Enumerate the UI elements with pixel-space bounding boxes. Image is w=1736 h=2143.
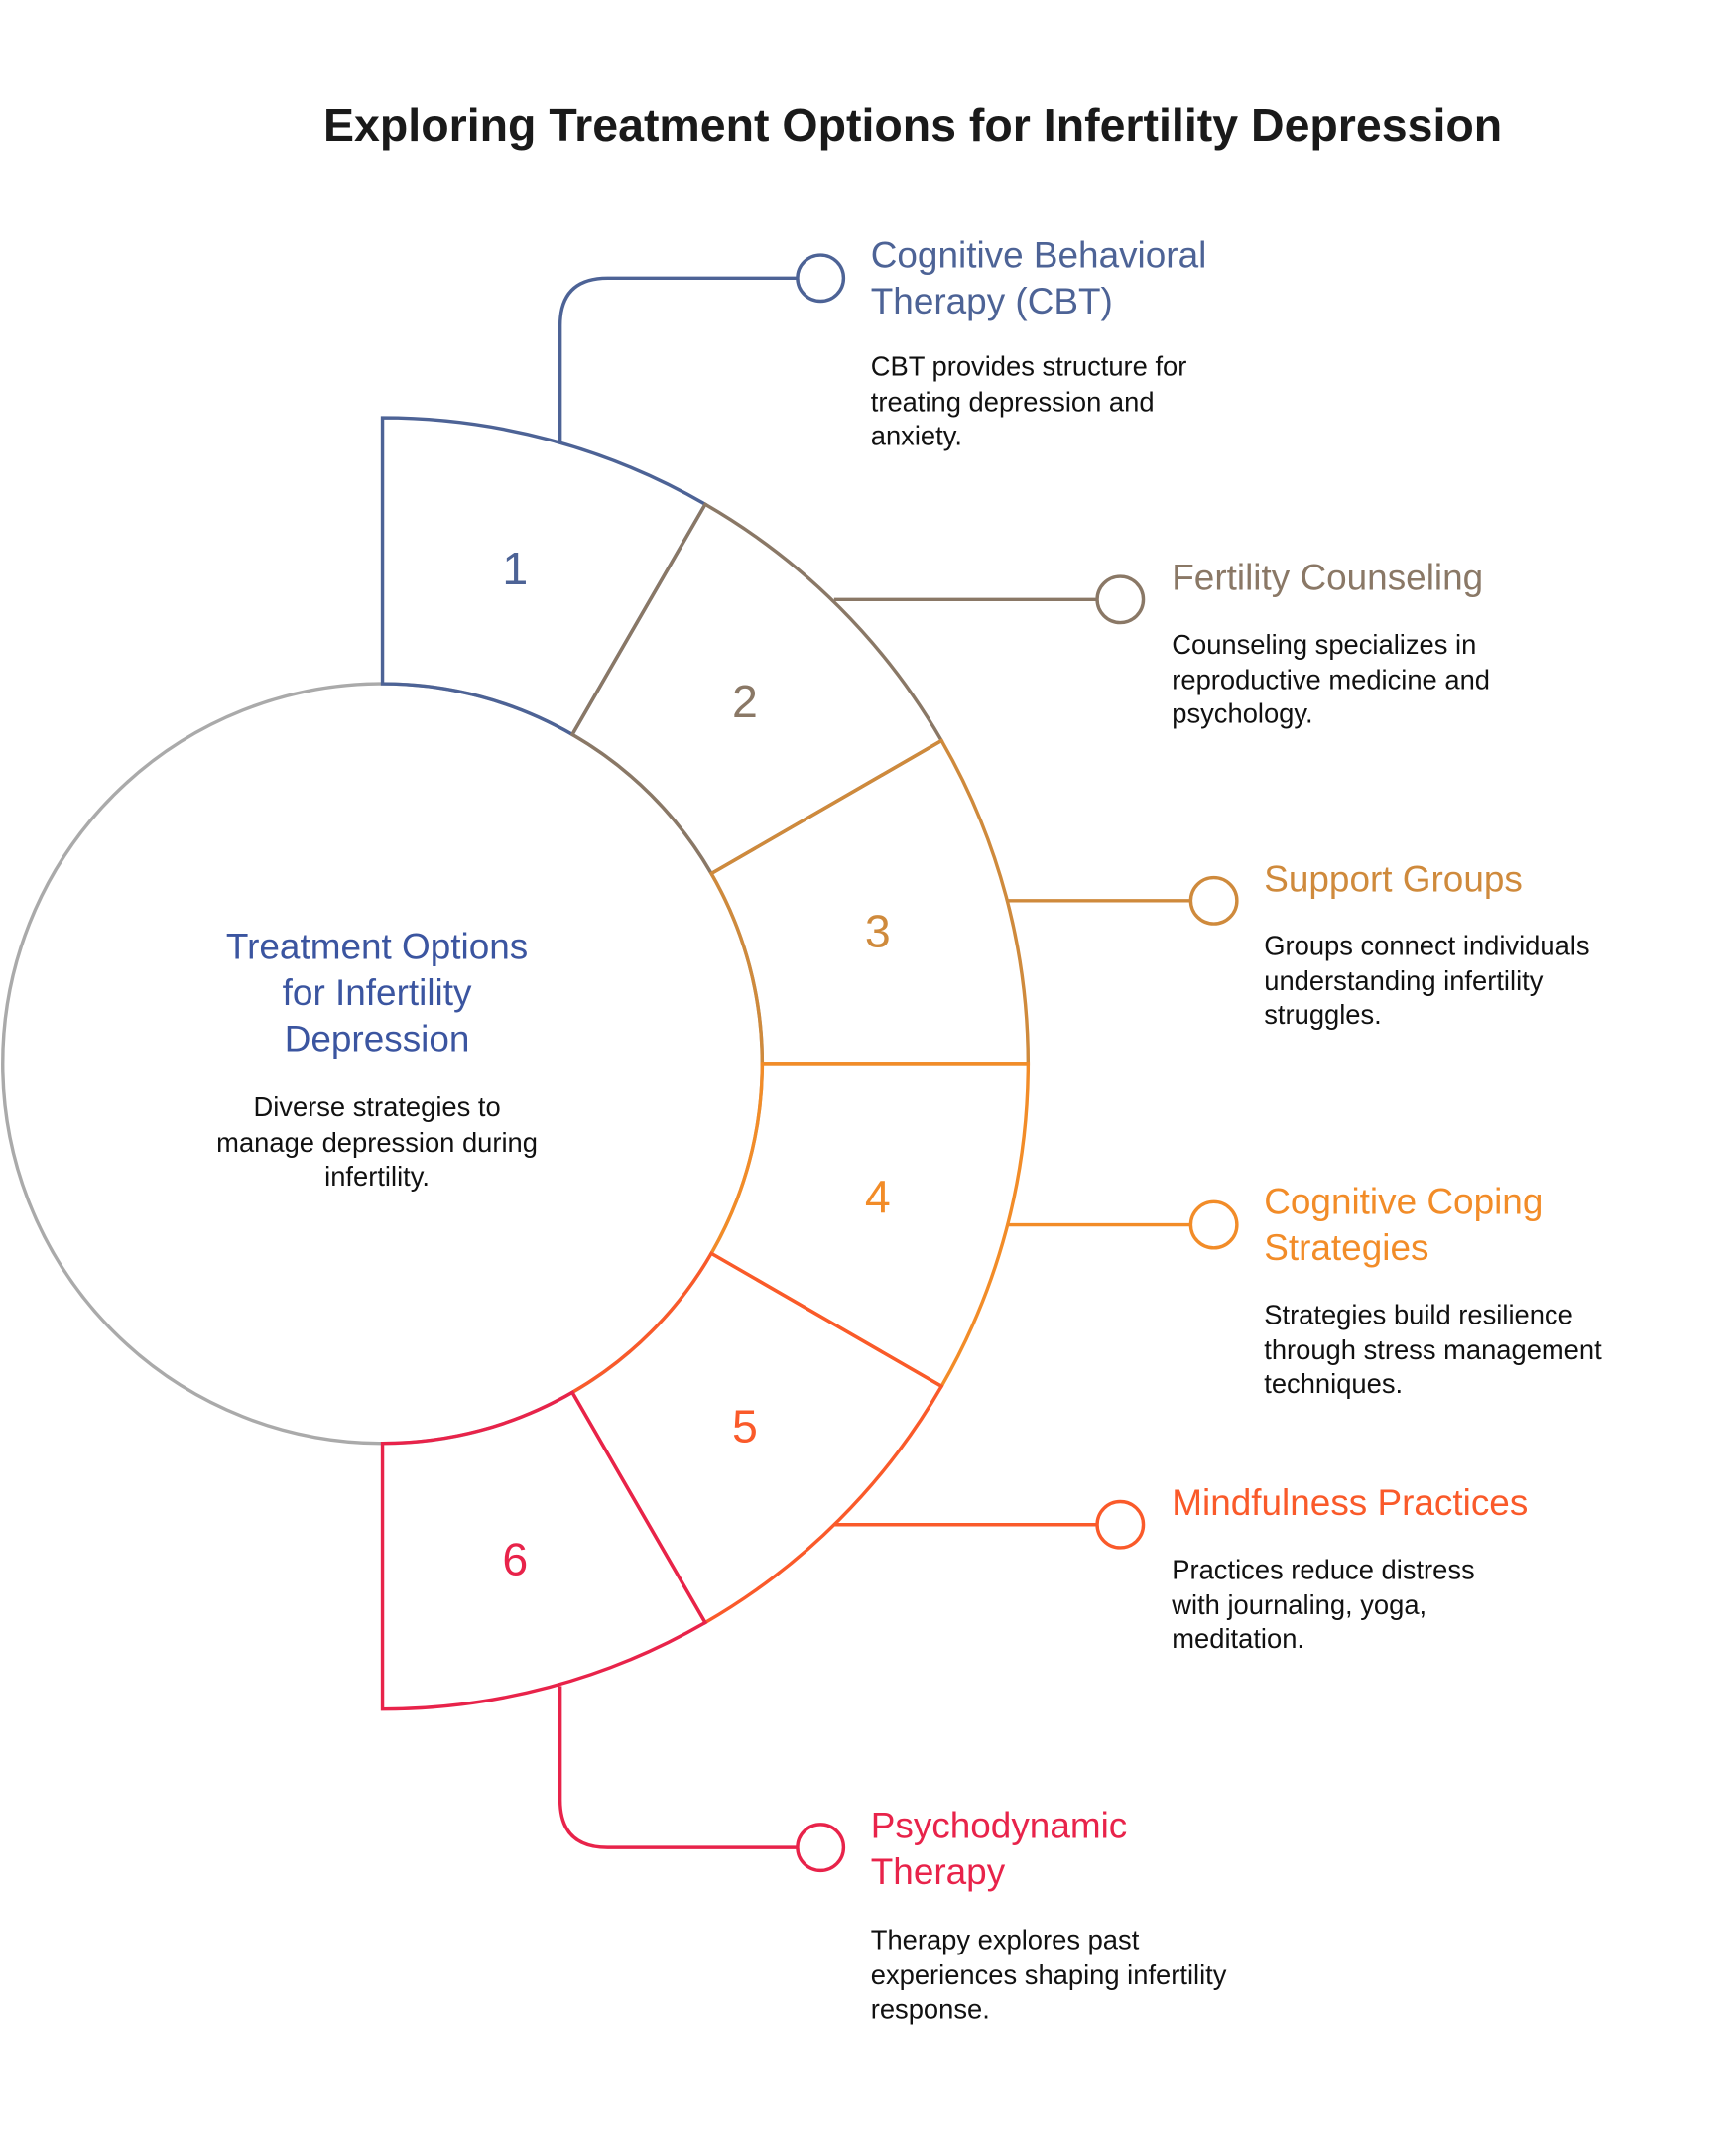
desc-line: Practices reduce distress — [1172, 1556, 1475, 1586]
segment-number: 3 — [865, 906, 891, 957]
center-title-line: Treatment Options — [225, 926, 529, 967]
connector-line — [558, 1686, 798, 1849]
label-line: Fertility Counseling — [1172, 557, 1484, 598]
desc-line: Strategies build resilience — [1264, 1301, 1573, 1331]
segment-description: CBT provides structure for treating depre… — [871, 351, 1187, 455]
connector-node-icon — [1188, 875, 1239, 926]
desc-line: Groups connect individuals — [1264, 932, 1590, 962]
connector-node-icon — [1188, 1199, 1239, 1250]
desc-line: reproductive medicine and — [1172, 665, 1490, 695]
desc-line: experiences shaping infertility — [870, 1960, 1227, 1991]
desc-line: struggles. — [1264, 1000, 1382, 1032]
label-line: Mindfulness Practices — [1172, 1482, 1529, 1524]
segment-number: 6 — [502, 1533, 528, 1584]
desc-line: treating depression and — [870, 387, 1155, 418]
desc-line: techniques. — [1264, 1369, 1404, 1400]
segment-number: 2 — [732, 676, 758, 727]
connector-node-icon — [796, 1823, 846, 1873]
segment-description: Practices reduce distress with journaling… — [1172, 1555, 1474, 1659]
label-line: Therapy (CBT) — [870, 281, 1113, 322]
segment-number: 4 — [865, 1171, 891, 1222]
connector-line — [558, 276, 798, 441]
segment-description: Strategies build resilience through stres… — [1264, 1300, 1601, 1404]
label-line: Cognitive Behavioral — [870, 234, 1207, 276]
desc-line: with journaling, yoga, — [1172, 1590, 1427, 1621]
segment-3 — [708, 738, 1031, 1066]
label-line: Therapy — [870, 1851, 1006, 1893]
segment-label: Fertility Counseling — [1172, 555, 1483, 600]
segment-description: Groups connect individuals understanding … — [1264, 931, 1589, 1035]
label-line: Strategies — [1264, 1227, 1429, 1269]
segment-number: 5 — [732, 1401, 758, 1452]
segment-1 — [380, 416, 708, 737]
segment-5 — [569, 1250, 944, 1625]
connector-node-icon — [796, 253, 846, 304]
desc-line: through stress management — [1264, 1335, 1602, 1366]
segment-label: Mindfulness Practices — [1172, 1480, 1528, 1526]
label-line: Support Groups — [1264, 858, 1523, 900]
page-title: Exploring Treatment Options for Infertil… — [323, 100, 1503, 153]
segment-description: Counseling specializes in reproductive me… — [1172, 629, 1490, 733]
segment-6 — [380, 1390, 708, 1711]
desc-line: anxiety. — [870, 422, 962, 452]
center-description: Diverse strategies to manage depression … — [106, 1092, 649, 1197]
label-line: Psychodynamic — [870, 1805, 1128, 1846]
segment-label: Support Groups — [1264, 856, 1523, 902]
segment-4 — [708, 1062, 1031, 1389]
desc-line: understanding infertility — [1264, 966, 1544, 997]
segment-description: Therapy explores past experiences shaping… — [871, 1925, 1227, 2029]
connector-node-icon — [1095, 574, 1146, 625]
desc-line: psychology. — [1172, 699, 1313, 730]
center-desc-line: infertility. — [324, 1162, 430, 1193]
desc-line: Therapy explores past — [870, 1926, 1140, 1956]
center-title-line: Depression — [284, 1018, 470, 1060]
label-line: Cognitive Coping — [1264, 1181, 1544, 1222]
desc-line: Counseling specializes in — [1172, 630, 1477, 661]
segment-2 — [569, 501, 944, 876]
desc-line: response. — [870, 1995, 990, 2026]
center-title: Treatment Options for Infertility Depres… — [106, 924, 649, 1062]
desc-line: meditation. — [1172, 1624, 1305, 1655]
center-desc-line: manage depression during — [216, 1127, 538, 1158]
center-circle — [1, 682, 765, 1446]
center-desc-line: Diverse strategies to — [253, 1092, 501, 1124]
segment-number: 1 — [502, 543, 528, 594]
center-title-line: for Infertility — [282, 972, 472, 1014]
connector-node-icon — [1095, 1499, 1146, 1550]
desc-line: CBT provides structure for — [870, 352, 1187, 383]
